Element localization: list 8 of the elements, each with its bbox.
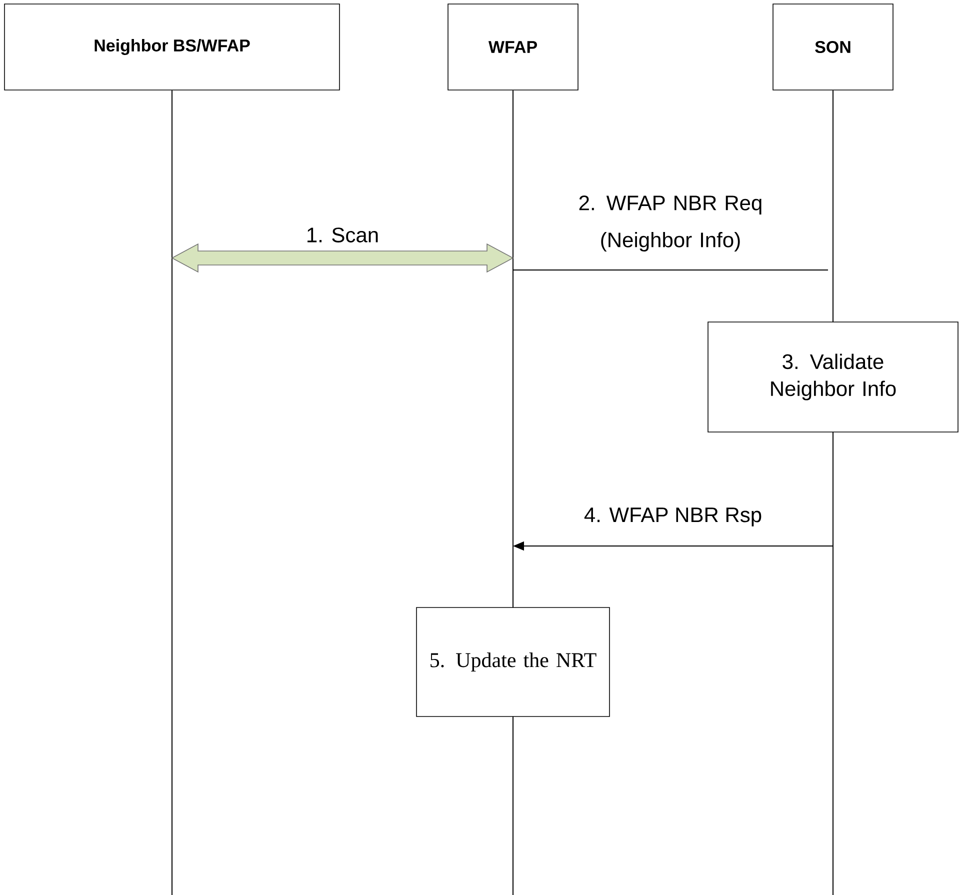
process-box: 5. Update the NRT [416, 607, 610, 717]
participant-box: Neighbor BS/WFAP [4, 4, 340, 90]
message-label: 1. Scan [308, 228, 378, 242]
message-label: 2. WFAP NBR Req (Neighbor Info) [579, 196, 762, 252]
process-box: 3. Validate Neighbor Info [708, 322, 958, 432]
message-label: 4. WFAP NBR Rsp [584, 508, 762, 526]
participant-box: WFAP [448, 4, 578, 90]
participant-box: SON [772, 4, 894, 90]
